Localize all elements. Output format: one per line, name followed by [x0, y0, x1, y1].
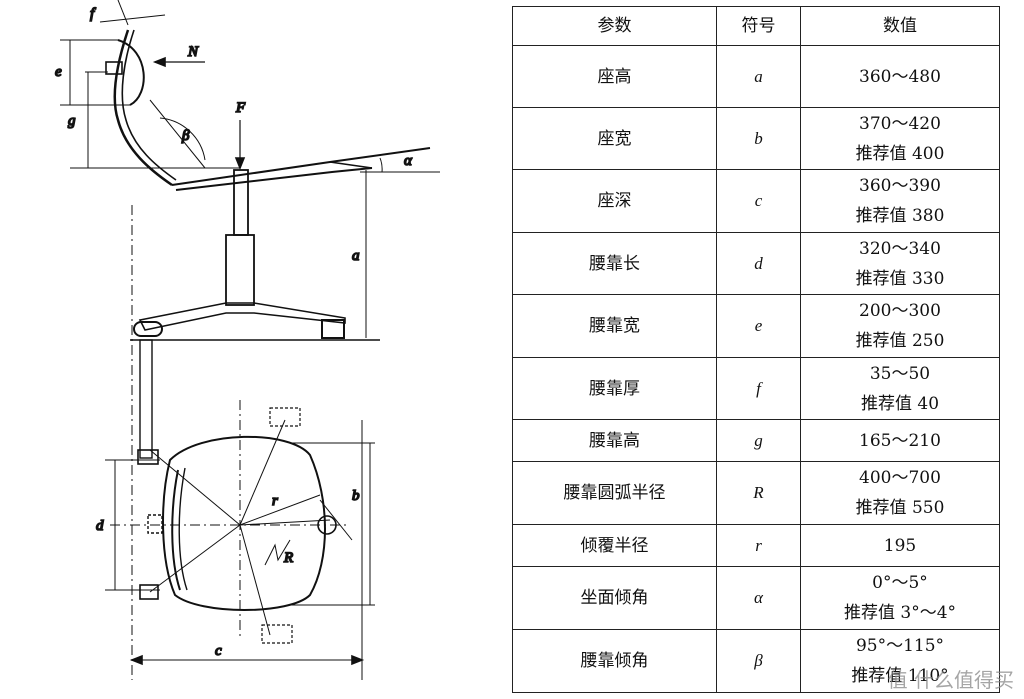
label-a: a [352, 248, 360, 264]
cell-value-line: 推荐值 250 [855, 331, 945, 351]
cell-value-line: 200～300 [859, 301, 941, 321]
cell-value-line: 推荐值 400 [855, 143, 945, 164]
cell-param: 腰靠圆弧半径 [512, 461, 717, 525]
cell-value-line: 360～480 [859, 66, 941, 87]
cell-value-line: 95°～115° [855, 636, 945, 656]
cell-value: 165～210 [800, 419, 1000, 462]
caster-right [321, 319, 345, 339]
cell-value-line: 165～210 [859, 430, 941, 451]
chair-column-upper [233, 169, 249, 236]
caster-left [133, 321, 163, 337]
cell-value: 95°～115° 推荐值 110° [800, 629, 1000, 693]
lumbar-post-top [139, 339, 153, 459]
chair-column-lower [225, 234, 255, 306]
label-g: g [68, 113, 76, 129]
cell-value: 360～480 [800, 45, 1000, 108]
header-value: 数值 [800, 6, 1000, 46]
cell-value-line: 推荐值 550 [855, 498, 945, 518]
label-N: N [187, 44, 199, 60]
cell-value-line: 35～50 [869, 363, 931, 384]
header-symbol: 符号 [716, 6, 801, 46]
cell-value: 400～700 推荐值 550 [800, 461, 1000, 525]
label-R: R [283, 550, 293, 566]
cell-value: 360～390 推荐值 380 [800, 169, 1000, 233]
label-f: f [90, 6, 96, 22]
chair-diagram: f e N g β F α a d r R b c [0, 0, 500, 699]
cell-symbol: c [716, 169, 801, 233]
cell-param: 座高 [512, 45, 717, 108]
cell-value: 320～340 推荐值 330 [800, 232, 1000, 295]
cell-param: 腰靠长 [512, 232, 717, 295]
label-c: c [215, 643, 222, 659]
cell-symbol: α [716, 566, 801, 630]
label-F: F [235, 100, 246, 116]
cell-param: 座宽 [512, 107, 717, 170]
cell-symbol: f [716, 357, 801, 420]
label-e: e [55, 64, 62, 80]
label-alpha: α [404, 153, 413, 169]
cell-value-line: 推荐值 3°～4° [843, 603, 957, 623]
cell-symbol: r [716, 524, 801, 567]
cell-symbol: d [716, 232, 801, 295]
backrest-pad [117, 39, 145, 106]
cell-value-line: 推荐值 330 [855, 268, 945, 289]
cell-param: 腰靠倾角 [512, 629, 717, 693]
cell-value-line: 推荐值 380 [855, 206, 945, 226]
header-param: 参数 [512, 6, 717, 46]
cell-value: 35～50 推荐值 40 [800, 357, 1000, 420]
label-b: b [352, 488, 360, 504]
cell-value: 370～420 推荐值 400 [800, 107, 1000, 170]
cell-value: 0°～5° 推荐值 3°～4° [800, 566, 1000, 630]
cell-value-line: 360～390 [859, 176, 941, 196]
watermark: 值 什么值得买 [887, 668, 1014, 692]
seat [171, 147, 431, 191]
cell-param: 坐面倾角 [512, 566, 717, 630]
cell-param: 腰靠厚 [512, 357, 717, 420]
cell-value-line: 0°～5° [872, 573, 928, 593]
label-r: r [272, 493, 278, 509]
cell-value-line: 推荐值 110° [851, 666, 949, 686]
cell-param: 腰靠高 [512, 419, 717, 462]
backrest-knob [105, 61, 123, 75]
chair-drawing: f e N g β F α a d r R b c [54, 0, 440, 680]
cell-value-line: 推荐值 40 [860, 393, 940, 414]
cell-symbol: g [716, 419, 801, 462]
backrest-post [113, 29, 173, 187]
chair-base [138, 302, 346, 331]
cell-symbol: b [716, 107, 801, 170]
cell-value-line: 400～700 [859, 468, 941, 488]
label-beta: β [181, 128, 190, 144]
cell-value-line: 195 [883, 535, 917, 556]
cell-symbol: β [716, 629, 801, 693]
cell-symbol: R [716, 461, 801, 525]
cell-param: 倾覆半径 [512, 524, 717, 567]
label-d: d [96, 518, 104, 534]
seat-top-view [162, 435, 326, 611]
cell-value-line: 320～340 [859, 238, 941, 259]
cell-param: 座深 [512, 169, 717, 233]
cell-symbol: a [716, 45, 801, 108]
table-header-row: 参数 符号 数值 [512, 6, 1000, 46]
cell-value: 195 [800, 524, 1000, 567]
cell-symbol: e [716, 294, 801, 358]
cell-param: 腰靠宽 [512, 294, 717, 358]
cell-value-line: 370～420 [859, 113, 941, 134]
cell-value: 200～300 推荐值 250 [800, 294, 1000, 358]
